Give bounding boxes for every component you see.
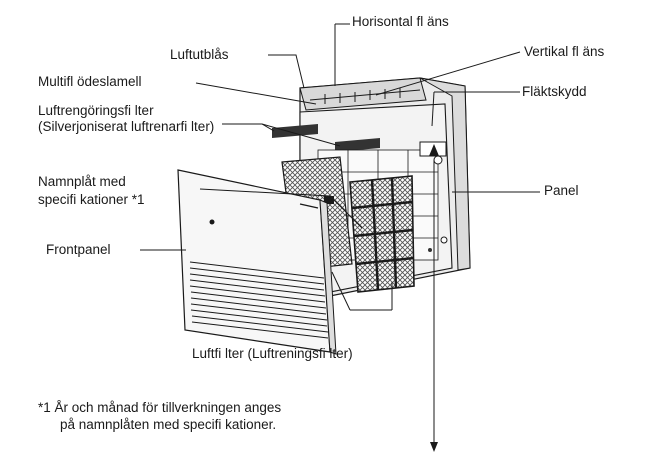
logo-dot-icon [209,219,215,225]
front-panel-grille [189,261,329,339]
arrow-up-icon [429,144,439,156]
vertical-flap-slats [324,88,401,104]
label-air-filter: Luftfi lter (Luftreningsfi lter) [192,346,353,361]
arrow-down-icon [430,442,438,452]
footnote-line2: på namnplåten med specifi kationer. [60,417,277,432]
label-nameplate-line2: specifi kationer *1 [38,192,145,207]
right-air-filter [349,175,415,293]
label-air-purifying-filter-sub: (Silverjoniserat luftrenarfi lter) [38,119,215,134]
screw-icon [428,248,432,252]
footnote-line1: *1 År och månad för tillverkningen anges [38,400,282,415]
front-panel [177,169,337,355]
air-purifying-filter-right [335,138,380,152]
label-multi-flow-louver: Multifl ödeslamell [38,74,142,89]
air-outlet-top [299,77,427,111]
label-vertical-flap: Vertikal fl äns [524,44,605,59]
label-panel: Panel [544,183,579,198]
label-horizontal-flap: Horisontal fl äns [352,14,449,29]
label-front-panel: Frontpanel [46,242,111,257]
nameplate-marker [324,196,334,204]
label-air-outlet: Luftutblås [170,47,229,62]
horizontal-flap [309,89,421,101]
unit-side [419,77,471,271]
air-purifying-filter-left [272,124,318,138]
label-air-purifying-filter: Luftrengöringsfi lter [38,103,154,118]
screw-icon [433,155,443,165]
leader-lines [140,23,540,444]
screw-icon [440,236,448,244]
label-fan-guard: Fläktskydd [522,84,587,99]
label-nameplate-line1: Namnplåt med [38,174,126,189]
